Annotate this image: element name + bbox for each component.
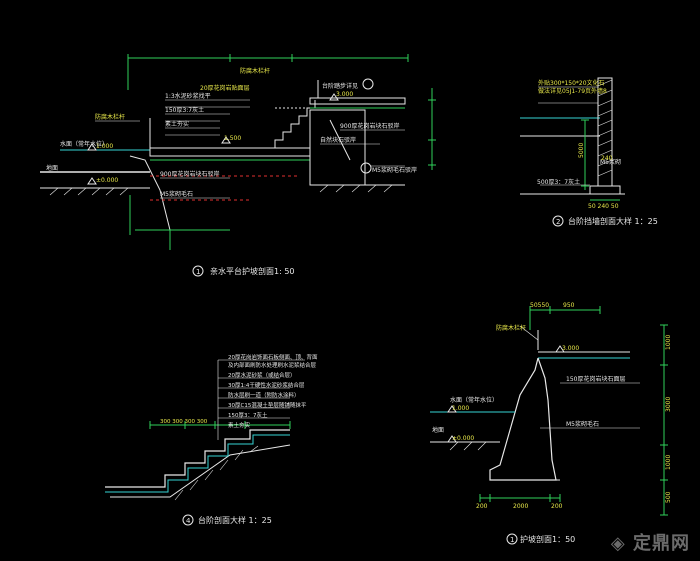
title-4: 护坡剖面1：50	[520, 534, 575, 544]
d2-note-1: 外贴300*150*20文化石	[538, 79, 605, 87]
note-n1: 1:3水泥砂浆找平	[165, 92, 211, 100]
elev-1000: 1.000	[96, 143, 113, 150]
note-n4: 素土夯实	[165, 120, 189, 128]
d4-dim-r1: 1000	[665, 335, 672, 350]
elev-3000: 3.000	[336, 91, 353, 98]
title-1-number: 1	[196, 268, 200, 276]
title-3-circle	[182, 514, 194, 526]
d4-ground: 地面	[432, 426, 444, 434]
title-1-circle	[192, 265, 204, 277]
d3-dims: 300 300 300 300	[160, 419, 208, 425]
watermark-text: 定鼎网	[633, 533, 690, 554]
d4-water: 水面（常年水位）	[450, 396, 498, 404]
note-n5: 900厚花岗岩块石驳岸	[160, 170, 219, 178]
note-n10: 自然块石驳岸	[320, 136, 356, 144]
d3-note-5: 防水层刷一道（附防水涂料）	[228, 391, 300, 399]
d4-elev-3000: 3.000	[562, 345, 579, 352]
d3-note-2: 及内部面刷防水处理刷水泥浆结合层	[228, 361, 317, 369]
note-n11: M5浆砌毛石驳岸	[372, 166, 417, 174]
d4-dim-r2: 3000	[665, 397, 672, 412]
title-4-number: 1	[510, 536, 514, 544]
note-n9: 900厚花岗岩块石驳岸	[340, 122, 399, 130]
pond-wall-section: 防腐木栏杆 20厚花岗岩贴面层 1:3水泥砂浆找平 150厚3:7灰土 素土夯实…	[40, 54, 436, 277]
title-1: 亲水平台护坡剖面1: 50	[210, 266, 295, 276]
d4-dim-b1: 200	[476, 503, 488, 510]
watermark: ◈ 定鼎网	[611, 529, 690, 555]
d4-note-1: 150厚花岗岩块石面层	[566, 375, 625, 383]
d4-dim-b2: 2000	[513, 503, 528, 510]
note-n6: M5浆砌毛石	[160, 190, 193, 198]
d4-rail: 防腐木栏杆	[496, 324, 526, 332]
title-2-circle	[552, 215, 564, 227]
title-2-number: 2	[556, 218, 560, 226]
title-4-circle	[506, 533, 518, 545]
d2-note-3: M5浆砌	[600, 158, 621, 166]
title-3: 台阶剖面大样 1：25	[198, 515, 272, 525]
d3-note-3: 20厚水泥砂浆（或结合层）	[228, 371, 296, 379]
d3-note-8: 素土夯实	[228, 421, 251, 429]
d2-note-4: 500厚3：7灰土	[537, 178, 580, 186]
d3-note-6: 30厚C15混凝土垫层随铺随抹平	[228, 401, 307, 409]
d4-dim-950: 950	[563, 302, 575, 309]
note-stair: 台阶踏步详见	[322, 82, 358, 90]
note-left-rail: 防腐木栏杆	[95, 113, 125, 121]
ground-label: 地面	[46, 164, 58, 172]
d4-dim-top: 50550	[530, 302, 549, 309]
d3-note-1: 20厚花岗岩饰面石板侧面、顶、背面	[228, 353, 318, 361]
d2-dim-bottom: 50 240 50	[588, 203, 619, 210]
title-2: 台阶挡墙剖面大样 1：25	[568, 216, 658, 226]
note-rail-top: 防腐木栏杆	[240, 67, 270, 75]
d4-dim-r3: 1000	[665, 455, 672, 470]
d3-note-4: 30厚1:4干硬性水泥砂浆结合层	[228, 381, 305, 389]
d3-note-7: 150厚3：7灰土	[228, 411, 268, 419]
revetment-section: 防腐木栏杆 3.000 水面（常年水位） 1.000 地面 ±0.000 150…	[430, 302, 672, 545]
d4-note-2: M5浆砌毛石	[566, 420, 599, 428]
elev-0000: ±0.000	[96, 177, 118, 184]
d4-dim-b3: 200	[551, 503, 563, 510]
d4-dim-r4: 500	[665, 491, 672, 503]
elev-1500: 1.500	[224, 135, 241, 142]
d2-dim-240: 240	[601, 155, 613, 162]
water-label: 水面（常年水位）	[60, 140, 108, 148]
retaining-wall-detail: 外贴300*150*20文化石 做法详见05J1-79页外墙8 M5浆砌 500…	[520, 77, 658, 227]
d2-dim-5000: 5000	[578, 143, 585, 158]
note-n3: 150厚3:7灰土	[165, 106, 204, 114]
title-3-number: 4	[186, 517, 191, 525]
d4-elev-0000: ±0.000	[452, 435, 474, 442]
note-n2: 20厚花岗岩贴面层	[200, 84, 250, 92]
d4-elev-1000: 1.000	[452, 405, 469, 412]
watermark-logo-icon: ◈	[610, 533, 626, 554]
d2-note-2: 做法详见05J1-79页外墙8	[538, 87, 607, 95]
step-detail: 20厚花岗岩饰面石板侧面、顶、背面 及内部面刷防水处理刷水泥浆结合层 20厚水泥…	[105, 353, 318, 526]
